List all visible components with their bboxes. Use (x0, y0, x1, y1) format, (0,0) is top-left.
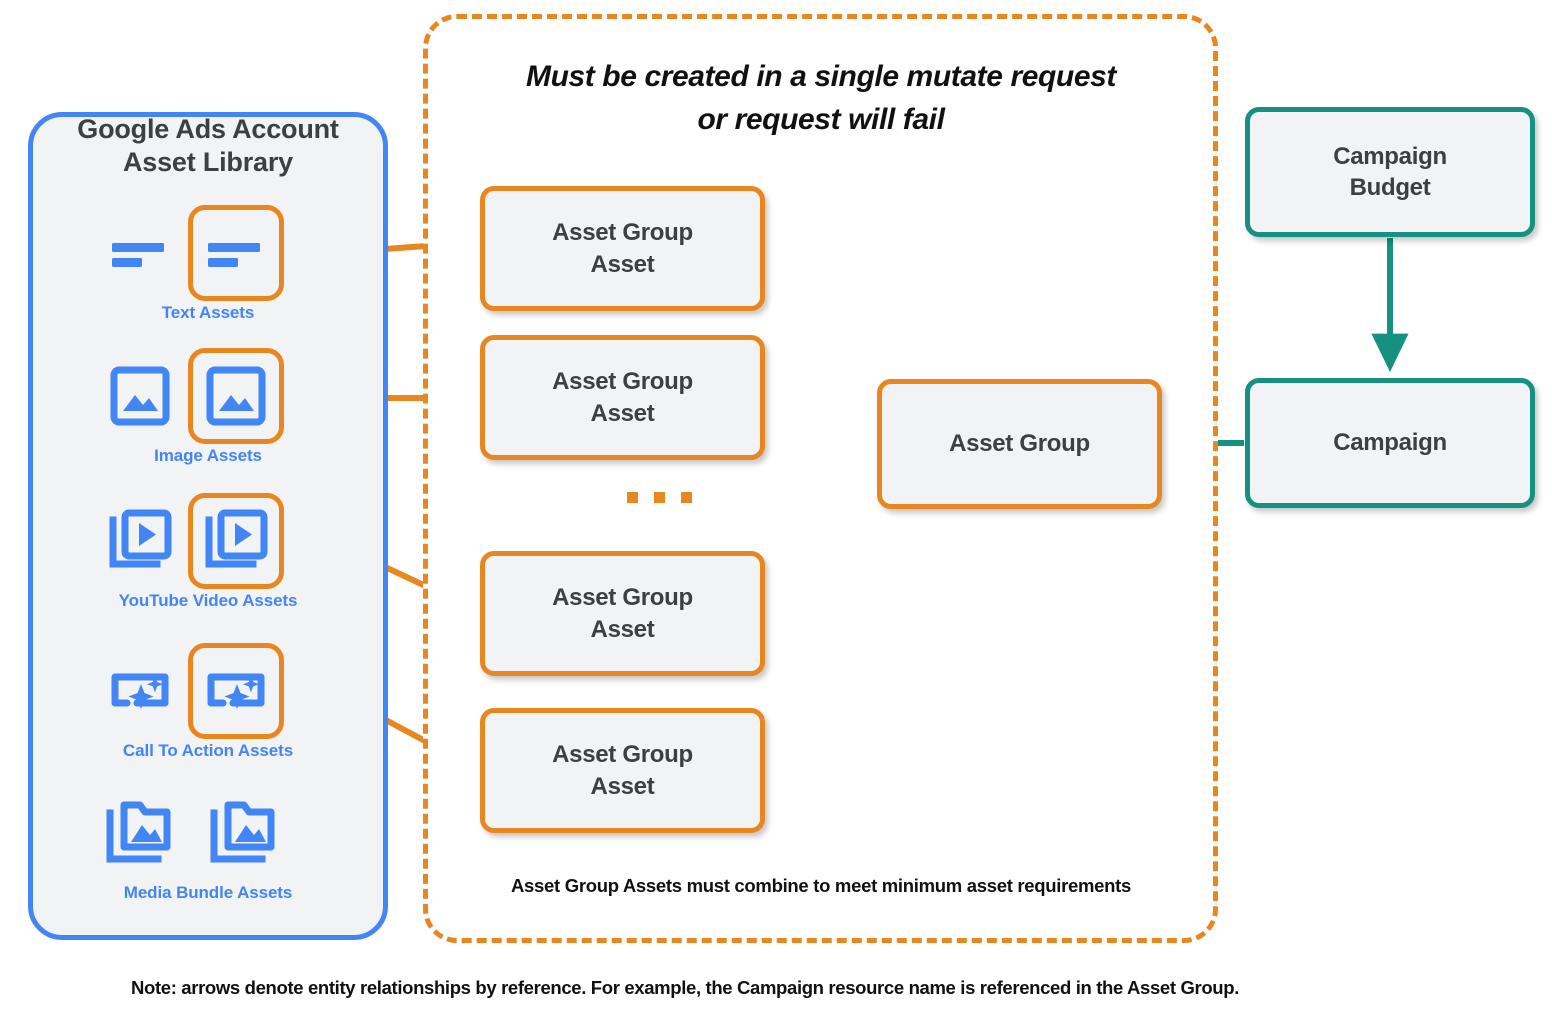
video-stack-icon-plain (92, 493, 188, 589)
video-stack-icon (205, 509, 268, 568)
media-bundle-icon (106, 801, 171, 863)
campaign-label: Campaign (1333, 429, 1447, 457)
aga-line1: Asset Group (552, 584, 693, 612)
asset-icons-media-bundle (92, 785, 324, 881)
ellipsis-dot-2 (654, 492, 665, 503)
image-icon-plain (92, 348, 188, 444)
aga-line2: Asset (590, 772, 655, 800)
asset-group-asset-label-1: Asset Group Asset (552, 217, 693, 279)
asset-group-asset-box-1[interactable]: Asset Group Asset (480, 186, 765, 311)
asset-group-label: Asset Group (949, 430, 1090, 458)
mutate-heading-line2: or request will fail (697, 102, 945, 136)
video-assets-highlight-box[interactable] (188, 493, 284, 589)
mutate-heading-line1: Must be created in a single mutate reque… (525, 60, 1117, 93)
asset-library-title-line1: Google Ads Account (77, 114, 339, 144)
campaign-budget-box[interactable]: Campaign Budget (1245, 107, 1535, 237)
asset-group-asset-label-2: Asset Group Asset (552, 366, 693, 428)
asset-icons-image (92, 348, 324, 444)
mutate-request-footnote: Asset Group Assets must combine to meet … (511, 875, 1131, 896)
call-to-action-icon-plain (92, 643, 188, 739)
image-icon (206, 366, 266, 426)
ellipsis-dot-1 (627, 492, 638, 503)
ellipsis-indicator (627, 492, 692, 503)
text-assets-highlight-box[interactable] (188, 205, 284, 301)
aga-line1: Asset Group (552, 741, 693, 769)
campaign-box[interactable]: Campaign (1245, 378, 1535, 508)
media-bundle-icon-plain (92, 785, 188, 881)
asset-library-title: Google Ads Account Asset Library (28, 113, 388, 179)
campaign-budget-line1: Campaign (1333, 142, 1447, 170)
asset-row-image[interactable]: Image Assets (28, 348, 388, 466)
asset-row-video[interactable]: YouTube Video Assets (28, 493, 388, 611)
text-lines-icon-plain (92, 205, 188, 301)
asset-label-media-bundle: Media Bundle Assets (123, 883, 293, 902)
asset-row-text[interactable]: Text Assets (28, 205, 388, 323)
asset-label-image: Image Assets (154, 446, 262, 465)
image-icon (110, 366, 170, 426)
aga-line1: Asset Group (552, 368, 693, 396)
asset-icons-cta (92, 643, 324, 739)
video-stack-icon (109, 509, 172, 568)
call-to-action-icon (111, 673, 169, 709)
asset-icons-video (92, 493, 324, 589)
asset-group-asset-label-3: Asset Group Asset (552, 582, 693, 644)
media-bundle-icon (210, 801, 275, 863)
asset-row-cta[interactable]: Call To Action Assets (28, 643, 388, 761)
aga-line2: Asset (590, 250, 655, 278)
diagram-note: Note: arrows denote entity relationships… (130, 977, 1239, 998)
campaign-budget-label: Campaign Budget (1333, 141, 1447, 203)
asset-group-box[interactable]: Asset Group (877, 379, 1162, 509)
aga-line2: Asset (590, 615, 655, 643)
text-lines-icon (208, 243, 260, 267)
image-assets-highlight-box[interactable] (188, 348, 284, 444)
mutate-request-heading: Must be created in a single mutate reque… (440, 56, 1202, 141)
asset-icons-text (92, 205, 324, 301)
text-lines-icon (112, 243, 164, 267)
campaign-budget-line2: Budget (1349, 174, 1431, 201)
asset-group-asset-box-3[interactable]: Asset Group Asset (480, 551, 765, 676)
asset-group-asset-label-4: Asset Group Asset (552, 739, 693, 801)
asset-label-text: Text Assets (161, 303, 255, 322)
asset-group-asset-box-4[interactable]: Asset Group Asset (480, 708, 765, 833)
asset-group-asset-box-2[interactable]: Asset Group Asset (480, 335, 765, 460)
aga-line2: Asset (590, 399, 655, 427)
asset-library-title-line2: Asset Library (123, 146, 293, 177)
aga-line1: Asset Group (552, 219, 693, 247)
media-bundle-icon-second (196, 785, 292, 881)
asset-label-video: YouTube Video Assets (118, 591, 298, 610)
asset-label-cta: Call To Action Assets (122, 741, 294, 760)
asset-row-media-bundle[interactable]: Media Bundle Assets (28, 785, 388, 903)
call-to-action-icon (207, 673, 265, 709)
cta-assets-highlight-box[interactable] (188, 643, 284, 739)
ellipsis-dot-3 (681, 492, 692, 503)
